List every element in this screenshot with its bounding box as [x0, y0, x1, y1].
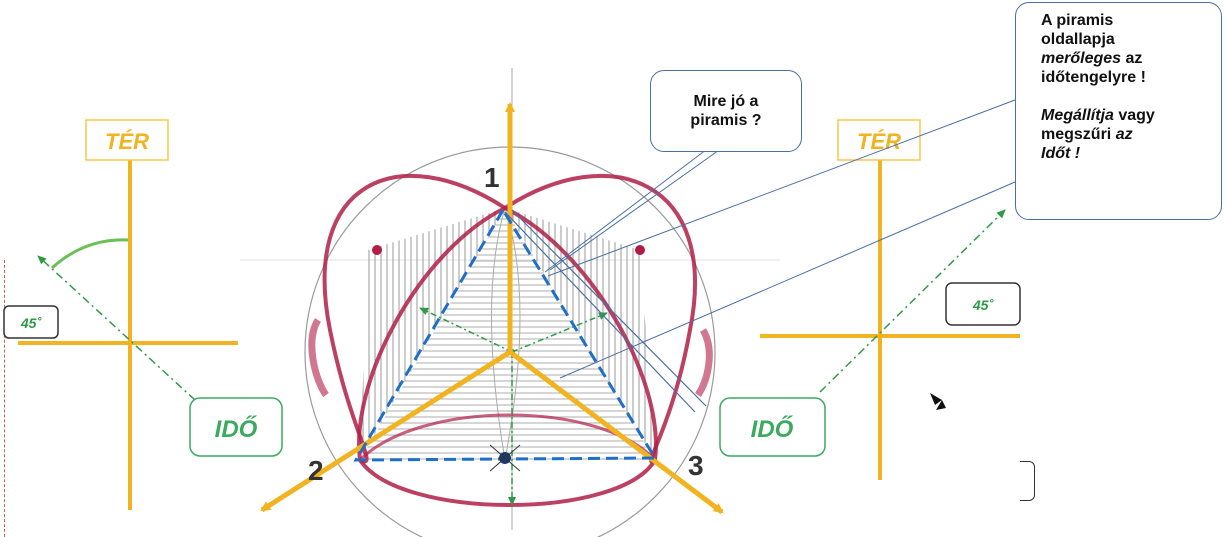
vertex-label-2: 2: [308, 455, 324, 486]
pointer-question-b: [549, 147, 723, 271]
answer-plain-megszuri: megszűri: [1041, 126, 1116, 143]
right-ido-box: [719, 397, 826, 457]
answer-emph-megallitja: Megállítja: [1041, 107, 1114, 124]
bracket-mark: [1020, 461, 1035, 501]
crimson-smudge-right: [695, 328, 713, 397]
right-axes: TÉR IDŐ 45˚: [719, 119, 1021, 480]
crimson-smudge-left: [308, 318, 329, 398]
left-angle-arc: [50, 238, 129, 270]
left-time-direction-line: [37, 255, 196, 401]
edge-double-line-b: [511, 209, 707, 407]
right-angle-label: 45˚: [972, 297, 995, 313]
pointer-answer-b: [559, 181, 1016, 379]
pointer-question-a: [544, 142, 716, 273]
answer-line-3: merőleges az: [1041, 49, 1213, 68]
left-ter-box: [85, 119, 169, 161]
right-ter-label: TÉR: [857, 129, 901, 154]
answer-line-7: Időt !: [1041, 144, 1213, 163]
pyramid-figure: 1 2 3: [240, 68, 1016, 537]
inner-curve-left: [491, 207, 506, 461]
question-line-1: Mire jó a: [693, 93, 759, 110]
right-ter-box: [837, 119, 921, 161]
vertex-label-3: 3: [688, 450, 704, 481]
question-line-2: piramis ?: [690, 112, 762, 129]
left-ter-label: TÉR: [105, 129, 149, 154]
crimson-inner-left: [357, 206, 506, 461]
answer-line-4: időtengelyre !: [1041, 69, 1146, 86]
crimson-dot-left: [372, 245, 382, 255]
answer-emph-merőleges: merőleges: [1041, 50, 1122, 67]
answer-rest-az: az: [1121, 50, 1143, 67]
answer-emph-az: az: [1115, 126, 1133, 143]
yellow-axis-3: [508, 350, 724, 514]
edge-dashed-line: [4, 260, 5, 537]
left-angle-box: [3, 305, 59, 339]
answer-line-1: A piramis: [1041, 12, 1114, 29]
right-ido-label: IDŐ: [751, 415, 794, 443]
crimson-dot-right: [635, 245, 645, 255]
left-axes: TÉR IDŐ 45˚: [3, 119, 283, 510]
answer-rest-vagy: vagy: [1113, 107, 1155, 124]
edge-double-line-a: [504, 211, 696, 413]
yellow-axis-2: [260, 349, 512, 513]
crimson-inner-right: [504, 206, 658, 461]
answer-emph-idot: Időt !: [1041, 145, 1081, 162]
left-angle-label: 45˚: [20, 315, 43, 331]
left-ido-box: [189, 397, 283, 457]
right-angle-box: [945, 282, 1021, 326]
green-arrow-right: [511, 312, 608, 353]
vertex-label-1: 1: [484, 162, 500, 193]
question-callout: Mire jó a piramis ?: [650, 70, 802, 152]
answer-line-5: Megállítja vagy: [1041, 106, 1213, 125]
left-ido-label: IDŐ: [215, 415, 258, 443]
crimson-bottom-arc: [358, 458, 657, 507]
right-time-direction-line: [819, 209, 1006, 393]
answer-callout: A piramis oldallapja merőleges az időten…: [1015, 2, 1222, 220]
answer-line-6: megszűri az: [1041, 125, 1213, 144]
crimson-arc-left-top: [322, 174, 507, 464]
pointer-answer-a: [547, 99, 1016, 277]
base-center-cross: [489, 444, 521, 472]
answer-line-2: oldallapja: [1041, 31, 1115, 48]
green-arrow-left: [419, 307, 513, 353]
mouse-cursor-icon: [930, 393, 946, 410]
